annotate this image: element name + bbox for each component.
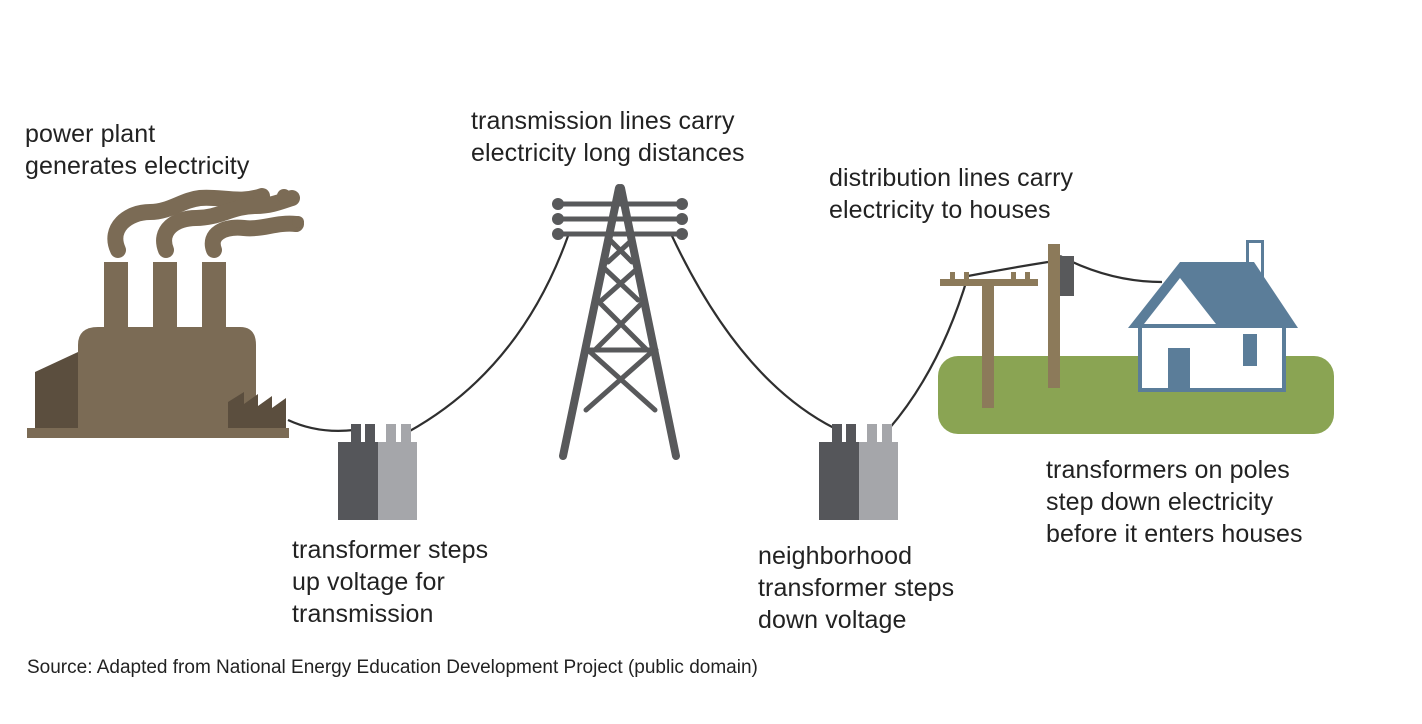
pole-transformers-label-line-2: step down electricity <box>1046 488 1274 516</box>
transmission-tower-icon <box>557 184 683 460</box>
step-up-transformer-label-line-2: up voltage for <box>292 568 445 596</box>
neighborhood-transformer-label-line-2: transformer steps <box>758 574 955 602</box>
distribution-lines-label-line-1: distribution lines carry <box>829 164 1074 192</box>
smoke-icon <box>107 188 304 258</box>
pole-transformers-label-line-1: transformers on poles <box>1046 456 1290 484</box>
step-up-transformer-label-line-1: transformer steps <box>292 536 489 564</box>
power-plant-icon <box>27 188 304 438</box>
insulator-icon <box>552 198 688 240</box>
neighborhood-transformer-label-line-3: down voltage <box>758 606 907 634</box>
power-plant-label: power plant generates electricity <box>25 118 249 182</box>
step-up-transformer-icon <box>338 424 417 520</box>
pole-transformers-label-line-3: before it enters houses <box>1046 520 1303 548</box>
transmission-lines-label-line-1: transmission lines carry <box>471 107 735 135</box>
power-lines <box>287 235 1163 433</box>
power-plant-label-line-2: generates electricity <box>25 152 250 180</box>
pole-transformers-label: transformers on poles step down electric… <box>1046 454 1303 550</box>
utility-pole-icon <box>940 244 1074 408</box>
transmission-lines-label-line-2: electricity long distances <box>471 139 745 167</box>
distribution-lines-label-line-2: electricity to houses <box>829 196 1051 224</box>
distribution-lines-label: distribution lines carry electricity to … <box>829 162 1073 226</box>
neighborhood-transformer-label: neighborhood transformer steps down volt… <box>758 540 954 636</box>
step-up-transformer-label-line-3: transmission <box>292 600 434 628</box>
neighborhood-transformer-label-line-1: neighborhood <box>758 542 913 570</box>
neighborhood-transformer-icon <box>819 424 898 520</box>
power-plant-label-line-1: power plant <box>25 120 156 148</box>
source-caption: Source: Adapted from National Energy Edu… <box>27 657 758 678</box>
transmission-lines-label: transmission lines carry electricity lon… <box>471 105 745 169</box>
house-icon <box>1128 240 1298 392</box>
step-up-transformer-label: transformer steps up voltage for transmi… <box>292 534 488 630</box>
